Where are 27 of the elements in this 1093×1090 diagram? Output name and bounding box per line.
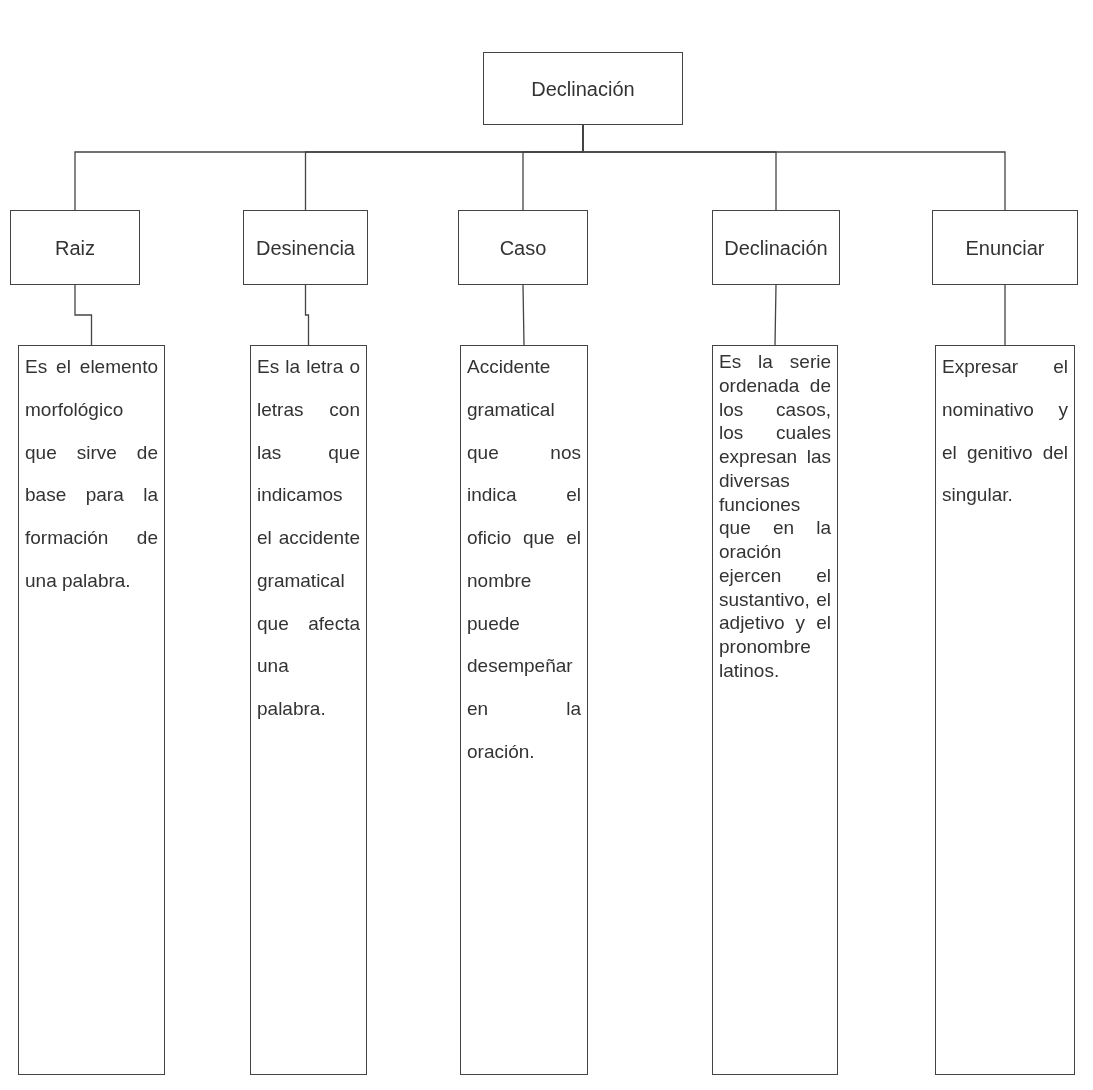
definition-box xyxy=(18,345,165,1075)
connector-line xyxy=(774,284,777,346)
concept-title: Desinencia xyxy=(256,235,355,261)
concept-title: Declinación xyxy=(724,235,828,261)
concept-box xyxy=(483,52,683,125)
connector-line xyxy=(522,284,525,346)
concept-title: Declinación xyxy=(531,76,635,102)
concept-title: Enunciar xyxy=(965,235,1045,261)
definition-text: Accidente gramatical que nos indica el oficio que el nombre puede desempeñar en la oración. xyxy=(467,355,581,764)
definition-text: Es la letra o letras con las que indicamos el accidente gramatical que afecta una palabra. xyxy=(257,355,360,721)
concept-box xyxy=(458,210,588,285)
concept-box xyxy=(10,210,140,285)
definition-box xyxy=(250,345,367,1075)
connector-line xyxy=(74,284,93,346)
definition-text: Es la serie ordenada de los casos, los cuales expresan las diversas funciones que en la oración ejercen el sustantivo, el adjetivo y el pronombre latinos. xyxy=(719,350,831,683)
definition-box xyxy=(712,345,838,1075)
connector-line xyxy=(1004,284,1006,346)
connector-line xyxy=(304,284,310,346)
concept-box xyxy=(243,210,368,285)
definition-text: Es el elemento morfológico que sirve de base para la formación de una palabra. xyxy=(25,355,158,593)
definition-box xyxy=(935,345,1075,1075)
concept-title: Caso xyxy=(499,235,547,261)
concept-box xyxy=(712,210,840,285)
concept-box xyxy=(932,210,1078,285)
concept-title: Raiz xyxy=(55,235,95,261)
definition-box xyxy=(460,345,588,1075)
definition-text: Expresar el nominativo y el genitivo del singular. xyxy=(942,355,1068,508)
